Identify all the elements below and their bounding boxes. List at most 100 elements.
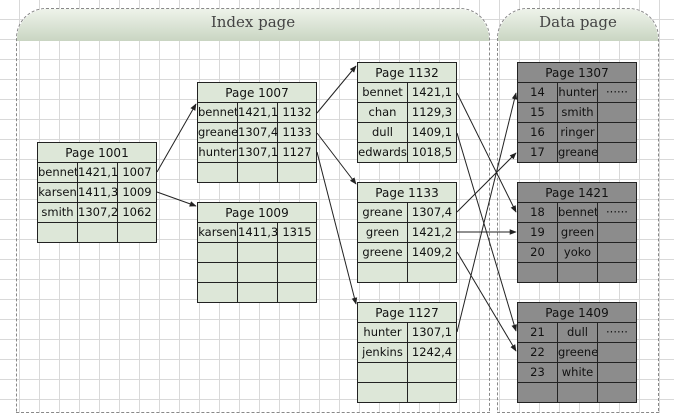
page-title: Page 1009 xyxy=(198,203,316,223)
table-cell: bennet xyxy=(558,203,598,222)
table-cell xyxy=(558,383,598,403)
table-row xyxy=(198,163,316,183)
table-cell: 19 xyxy=(518,223,558,242)
table-cell: 1421,1 xyxy=(238,103,278,122)
arrow-1007-to-1133 xyxy=(316,132,357,185)
table-row xyxy=(518,263,636,283)
table-cell: bennet xyxy=(38,163,78,182)
table-row xyxy=(358,363,456,383)
table-cell: karsen xyxy=(198,223,238,242)
table-cell: ······ xyxy=(606,325,628,339)
table-cell: edwards xyxy=(358,143,408,163)
page-title: Page 1307 xyxy=(518,63,636,83)
table-cell: 1307,4 xyxy=(411,205,453,219)
table-cell xyxy=(198,243,238,262)
table-cell: 1242,4 xyxy=(411,345,453,359)
table-cell: 1062 xyxy=(122,205,152,219)
table-cell xyxy=(518,383,558,403)
table-cell: bennet xyxy=(358,83,408,102)
table-cell: greene xyxy=(358,243,408,262)
table-cell: ringer xyxy=(558,123,598,142)
table-cell: 1411,3 xyxy=(78,183,118,202)
table-cell: 1133 xyxy=(282,125,312,139)
table-cell: ······ xyxy=(606,205,628,219)
table-cell: 1421,1 xyxy=(411,85,453,99)
table-cell: 15 xyxy=(518,103,558,122)
table-cell xyxy=(238,243,278,262)
table-cell: greene xyxy=(558,343,598,362)
table-cell: greane xyxy=(358,203,408,222)
table-cell: 14 xyxy=(518,83,558,102)
table-row xyxy=(38,223,156,243)
table-cell: 1307,1 xyxy=(238,143,278,162)
table-cell: 1421,1 xyxy=(78,163,118,182)
table-cell: 1421,2 xyxy=(411,225,453,239)
page-title: Page 1409 xyxy=(518,303,636,323)
table-cell xyxy=(38,223,78,243)
table-cell xyxy=(78,223,118,243)
table-cell: 1009 xyxy=(122,185,152,199)
page-title: Page 1001 xyxy=(38,143,156,163)
arrow-greane-to-1307 xyxy=(456,152,517,213)
table-cell: 1007 xyxy=(122,165,152,179)
table-cell: greane xyxy=(558,143,598,163)
arrow-bennet-to-1421 xyxy=(456,92,517,213)
table-cell: 20 xyxy=(518,243,558,262)
table-cell: hunter xyxy=(558,83,598,102)
table-cell: 1409,1 xyxy=(411,125,453,139)
table-cell: dull xyxy=(358,123,408,142)
table-cell xyxy=(518,263,558,283)
table-cell xyxy=(558,263,598,283)
table-cell xyxy=(358,383,408,403)
table-cell: 1129,3 xyxy=(411,105,453,119)
table-cell: ······ xyxy=(606,85,628,99)
table-cell xyxy=(238,283,278,303)
table-row xyxy=(358,383,456,403)
table-cell: 1315 xyxy=(282,225,312,239)
table-cell: 1307,1 xyxy=(411,325,453,339)
table-cell: bennet xyxy=(198,103,238,122)
table-cell: 22 xyxy=(518,343,558,362)
table-cell xyxy=(198,283,238,303)
table-cell: 18 xyxy=(518,203,558,222)
table-cell: 1307,2 xyxy=(78,203,118,222)
page-title: Page 1127 xyxy=(358,303,456,323)
table-cell: 1127 xyxy=(282,145,312,159)
table-cell: 1132 xyxy=(282,105,312,119)
table-cell: smith xyxy=(558,103,598,122)
arrow-1001-to-1009 xyxy=(156,191,197,207)
data-page-header: Data page xyxy=(498,9,658,41)
page-title: Page 1132 xyxy=(358,63,456,83)
table-cell xyxy=(358,363,408,382)
table-cell: 1411,3 xyxy=(238,223,278,242)
table-cell: dull xyxy=(558,323,598,342)
table-cell: hunter xyxy=(198,143,238,162)
arrow-greene-to-1409 xyxy=(456,251,517,352)
table-cell: greane xyxy=(198,123,238,142)
table-row xyxy=(518,383,636,403)
table-cell xyxy=(238,263,278,282)
table-cell: 21 xyxy=(518,323,558,342)
